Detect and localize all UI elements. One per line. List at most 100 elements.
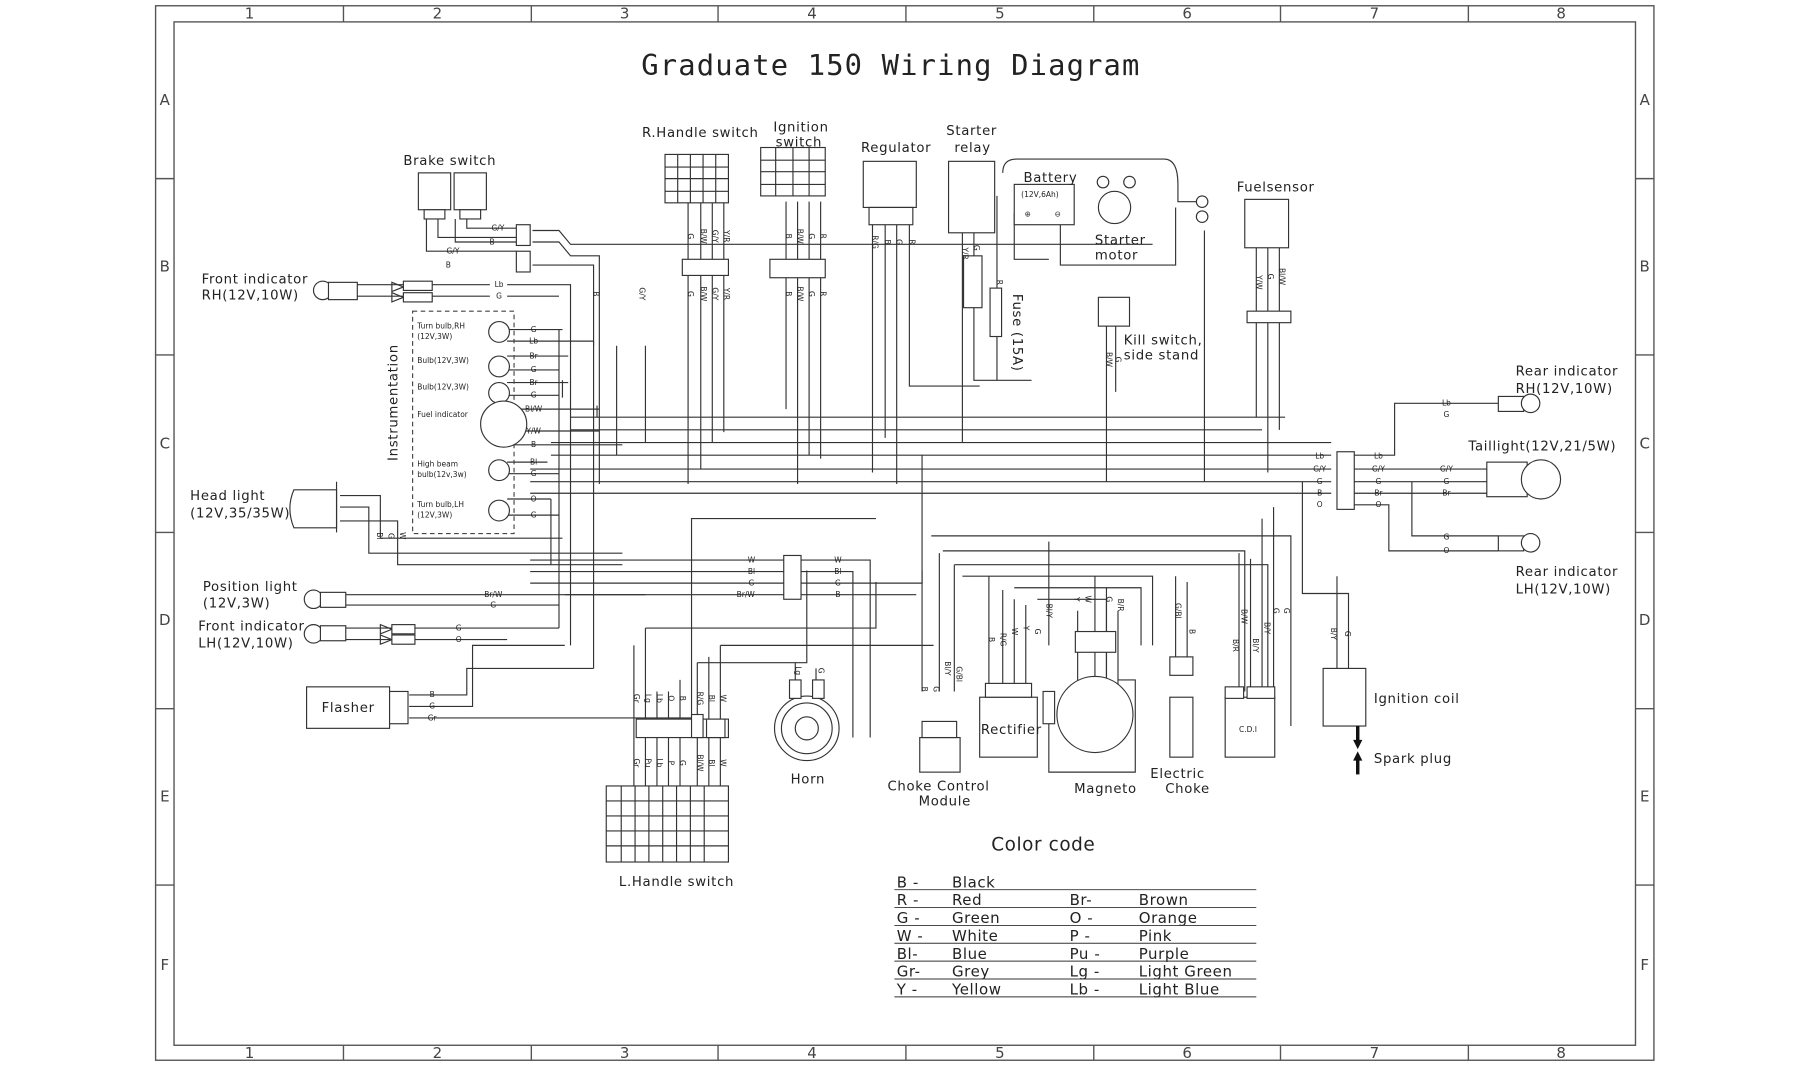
wire-label: Br [1374, 489, 1383, 498]
wire-label: G [972, 245, 981, 251]
wire-label: G [531, 325, 537, 334]
choke-control-module-label-2: Module [919, 795, 971, 810]
wire-label: G [686, 291, 695, 297]
rear-connector [1336, 451, 1355, 510]
choke-control-module-label: Choke Control [887, 780, 989, 795]
wire-label: G [932, 686, 941, 692]
horn: Horn [773, 679, 840, 788]
instrument-item-label: High beam [417, 460, 458, 469]
wire-label: Gr [428, 713, 438, 722]
wire-label: W [398, 532, 407, 540]
battery: Battery (12V,6Ah) ⊕ ⊖ [1013, 171, 1077, 226]
flasher-label: Flasher [322, 701, 375, 716]
cdi: C.D.I [1224, 686, 1276, 758]
wire-label: Bl [707, 695, 716, 702]
wire-label: B/R [1116, 599, 1125, 612]
wire-label: Lb [1442, 399, 1451, 408]
wire-label: R [907, 239, 916, 244]
wire-label: G [1104, 596, 1113, 602]
color-code-abbr: P - [1070, 927, 1091, 945]
horn-label: Horn [791, 773, 825, 788]
bulb-icon [488, 499, 511, 522]
wire-label: Y/W [1254, 274, 1263, 290]
choke-control-module: Choke Control Module [887, 720, 989, 810]
wire-label: G [1033, 629, 1042, 635]
wire-label: B/Y [1262, 622, 1271, 635]
wire-label: R/G [695, 692, 704, 706]
wire-label: B/W [1104, 352, 1113, 368]
instrument-item-label: Bulb(12V,3W) [417, 356, 469, 365]
rear-indicator-rh: Rear indicator RH(12V,10W) [1497, 365, 1617, 414]
head-light: Head light (12V,35/35W) [190, 481, 338, 533]
wire-label: Bl/W [1277, 268, 1286, 286]
instrumentation-panel: Instrumentation Turn bulb,RH (12V,3W) Bulb… [387, 310, 528, 535]
starter-motor-label: Starter [1095, 233, 1146, 248]
grid-row-left: C [160, 434, 170, 452]
rectifier-label: Rectifier [981, 723, 1042, 738]
front-indicator-rh-label: Front indicator [202, 272, 308, 287]
color-code-name: Blue [952, 945, 987, 963]
wire-label: Br [530, 351, 539, 360]
l-handle-switch-label: L.Handle switch [619, 875, 734, 890]
color-code-name: Green [952, 909, 1000, 927]
grid-col-bottom: 4 [807, 1044, 817, 1062]
cdi-label: C.D.I [1239, 725, 1257, 734]
instrumentation-label: Instrumentation [387, 344, 402, 461]
color-code-name: Pink [1139, 927, 1172, 945]
front-indicator-rh: Front indicator RH(12V,10W) [202, 272, 433, 304]
wire-label: Lg [643, 694, 652, 703]
color-code-abbr: Lb - [1070, 981, 1100, 999]
front-indicator-lh-label: Front indicator [198, 619, 304, 634]
bulb-icon [488, 382, 511, 404]
color-code-abbr: R - [897, 891, 919, 909]
grid-col-top: 6 [1182, 4, 1192, 22]
wire-label: G/Y [1313, 464, 1326, 473]
wire-label: Bl [375, 532, 384, 539]
wire-label: O [1444, 546, 1450, 555]
wire-label: B [446, 260, 451, 269]
wire-label: G [807, 233, 816, 239]
grid-row-left: F [161, 956, 170, 974]
wire-label: Bl [748, 567, 755, 576]
wire-label: B [883, 239, 892, 244]
starter-relay-label: Starter [946, 124, 997, 139]
grid-col-bottom: 8 [1556, 1044, 1566, 1062]
wire-label: G [835, 578, 841, 587]
rear-indicator-lh-label: Rear indicator [1516, 565, 1619, 580]
front-indicator-rh-spec: RH(12V,10W) [202, 289, 299, 304]
wire-label: G [1266, 274, 1275, 280]
taillight-label: Taillight(12V,21/5W) [1467, 440, 1616, 455]
instrument-item-label: (12V,3W) [417, 332, 452, 341]
instrument-item-label: bulb(12v,3w) [417, 470, 466, 479]
wire-label: G [807, 291, 816, 297]
wire-label: G [1444, 477, 1450, 486]
wire-label: G [456, 623, 462, 632]
wire-label: G [496, 291, 502, 300]
rectifier: Rectifier [979, 682, 1042, 758]
regulator-label: Regulator [861, 141, 931, 156]
rear-indicator-rh-spec: RH(12V,10W) [1516, 382, 1613, 397]
wire-label: G [895, 239, 904, 245]
wire-label: G/Y [638, 287, 647, 300]
color-code-name: Brown [1139, 891, 1189, 909]
wire-label: Pu [643, 758, 652, 767]
wire-label: Br/W [737, 590, 756, 599]
wire-label: W [718, 695, 727, 703]
instrument-item-label: Turn bulb,RH [416, 321, 465, 330]
wire-label: Bl/Y [1045, 604, 1054, 619]
grid-col-bottom: 7 [1370, 1044, 1380, 1062]
ignition-switch-label-2: switch [776, 135, 822, 150]
color-code-abbr: Y - [896, 981, 918, 999]
grid-row-left: E [160, 788, 169, 806]
kill-switch-label: Kill switch, [1124, 334, 1203, 349]
position-light-spec: (12V,3W) [203, 596, 271, 611]
wire-label: Y/R [722, 287, 731, 300]
wire-label: Y/R [960, 246, 969, 259]
wire-label: W [1084, 596, 1093, 604]
color-code-name: Light Green [1139, 963, 1233, 981]
diagram-title: Graduate 150 Wiring Diagram [641, 48, 1140, 82]
grid-col-top: 8 [1556, 4, 1566, 22]
instrument-item-label: Turn bulb,LH [416, 500, 464, 509]
bulb-icon [488, 320, 511, 343]
